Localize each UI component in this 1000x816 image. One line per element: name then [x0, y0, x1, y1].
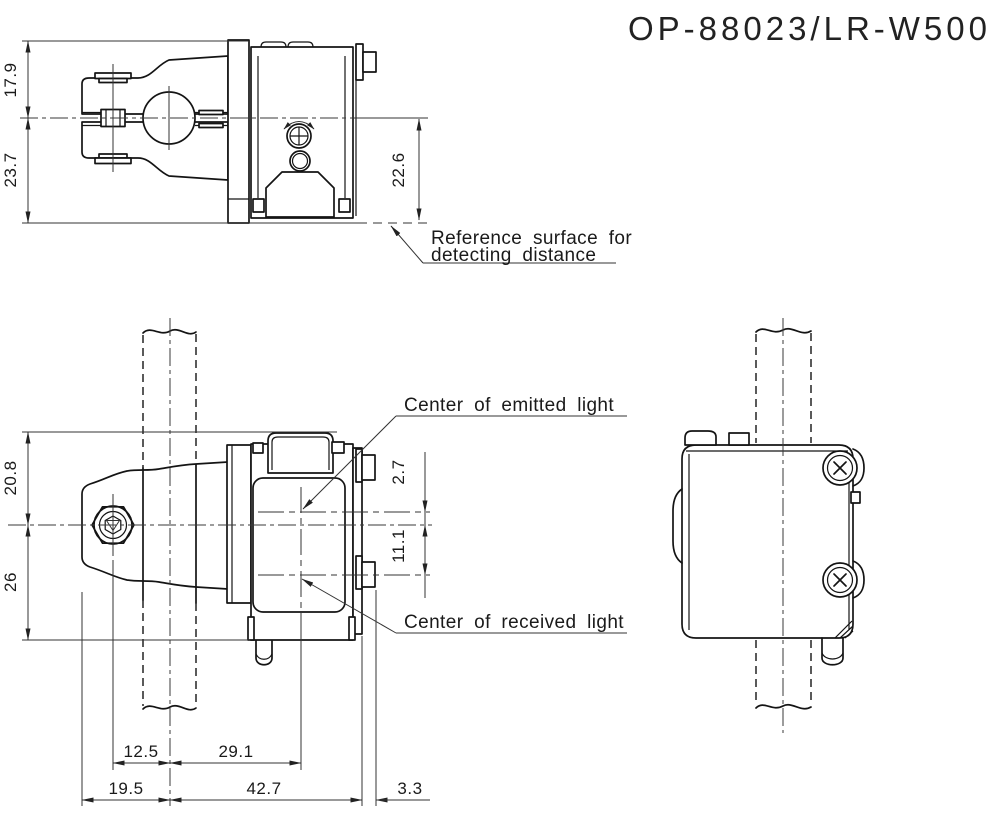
dim-label-12-5: 12.5	[123, 742, 158, 761]
front-view	[8, 318, 432, 806]
dim-label-22-6: 22.6	[389, 152, 408, 187]
sensor-label-plate	[265, 171, 335, 218]
sensor-cap	[267, 432, 334, 474]
clamp-upper-jaw	[81, 55, 229, 115]
sensor-groove-foot	[338, 198, 351, 213]
mounting-plate-top-view	[227, 39, 250, 224]
dim-label-2-7: 2.7	[389, 459, 408, 484]
cable-stub-front-arc	[255, 653, 273, 660]
cross-screw-bottom-x-icon	[833, 573, 847, 587]
sensor-cap-inner	[271, 436, 330, 470]
screw-ear-top	[852, 448, 865, 487]
dim-label-26: 26	[1, 572, 20, 592]
corner-chamfer-hatch	[834, 620, 854, 639]
sensor-foot-left	[247, 616, 255, 641]
lens-bulge	[672, 488, 683, 564]
cap-bump-side	[684, 430, 717, 446]
side-view	[672, 318, 865, 733]
clamp-lower-jaw	[81, 121, 229, 181]
rear-screw-top-head	[361, 454, 376, 481]
top-tab-side	[728, 432, 750, 446]
dim-label-11-1: 11.1	[389, 529, 408, 563]
indicator-lens-inner	[291, 152, 309, 170]
sensor-connector-block	[362, 51, 377, 73]
cap-clip-left	[252, 442, 264, 454]
leader-emitted-light	[302, 415, 397, 510]
mounting-plate-front	[226, 444, 252, 604]
dimension-lines	[22, 40, 627, 806]
dim-label-29-1: 29.1	[218, 742, 253, 761]
rear-screw-top	[355, 448, 363, 483]
sensor-top-tab	[260, 41, 287, 48]
drawing-text: OP-88023/LR-W500 17.9 23.7 22.6 Referenc…	[1, 10, 991, 798]
rotation-arrow-icon	[283, 121, 315, 130]
cable-stub-front	[255, 640, 273, 666]
cable-stub-side	[821, 637, 844, 666]
dim-label-3-3: 3.3	[397, 779, 422, 798]
dim-label-23-7: 23.7	[1, 152, 20, 187]
annotation-received-light: Center of received light	[404, 612, 624, 633]
screw-ear-bottom	[852, 560, 865, 599]
pole-break-bottom	[755, 704, 812, 710]
sensor-connector-plate	[355, 43, 364, 81]
adjuster-screw-cross-icon	[290, 127, 308, 145]
sensor-rear-plate	[352, 447, 363, 635]
cross-screw-bottom-inner	[826, 566, 854, 594]
cap-clip-right	[331, 441, 345, 454]
dim-label-20-8: 20.8	[1, 460, 20, 495]
annotation-emitted-light: Center of emitted light	[404, 395, 614, 416]
sensor-body-side	[681, 444, 854, 639]
cable-stub-side-arc	[821, 652, 844, 660]
sensor-groove-foot	[252, 198, 265, 213]
cross-screw-top-x-icon	[833, 461, 847, 475]
pole-break-bottom	[142, 705, 197, 711]
sensor-groove-lines	[257, 56, 346, 198]
sensor-foot-right	[348, 616, 356, 641]
leader-received-light	[301, 578, 397, 634]
annotation-reference-surface-line2: detecting distance	[431, 245, 596, 266]
clamp-slot-left	[82, 111, 101, 127]
clamp-rod-nut	[198, 109, 224, 116]
sensor-front-window	[252, 477, 346, 613]
annotation-reference-surface-line1: Reference surface for	[431, 228, 632, 249]
cross-screw-top-inner	[826, 454, 854, 482]
rear-screw-bottom	[355, 555, 363, 590]
sensor-top-tab	[287, 41, 314, 48]
top-view	[20, 39, 430, 224]
dim-label-42-7: 42.7	[246, 779, 281, 798]
side-tab-right	[850, 491, 861, 504]
clamp-rod-nut	[198, 122, 224, 129]
dim-label-17-9: 17.9	[1, 62, 20, 97]
leader-reference-surface	[390, 225, 424, 264]
drawing-title: OP-88023/LR-W500	[628, 10, 991, 47]
dim-label-19-5: 19.5	[108, 779, 143, 798]
